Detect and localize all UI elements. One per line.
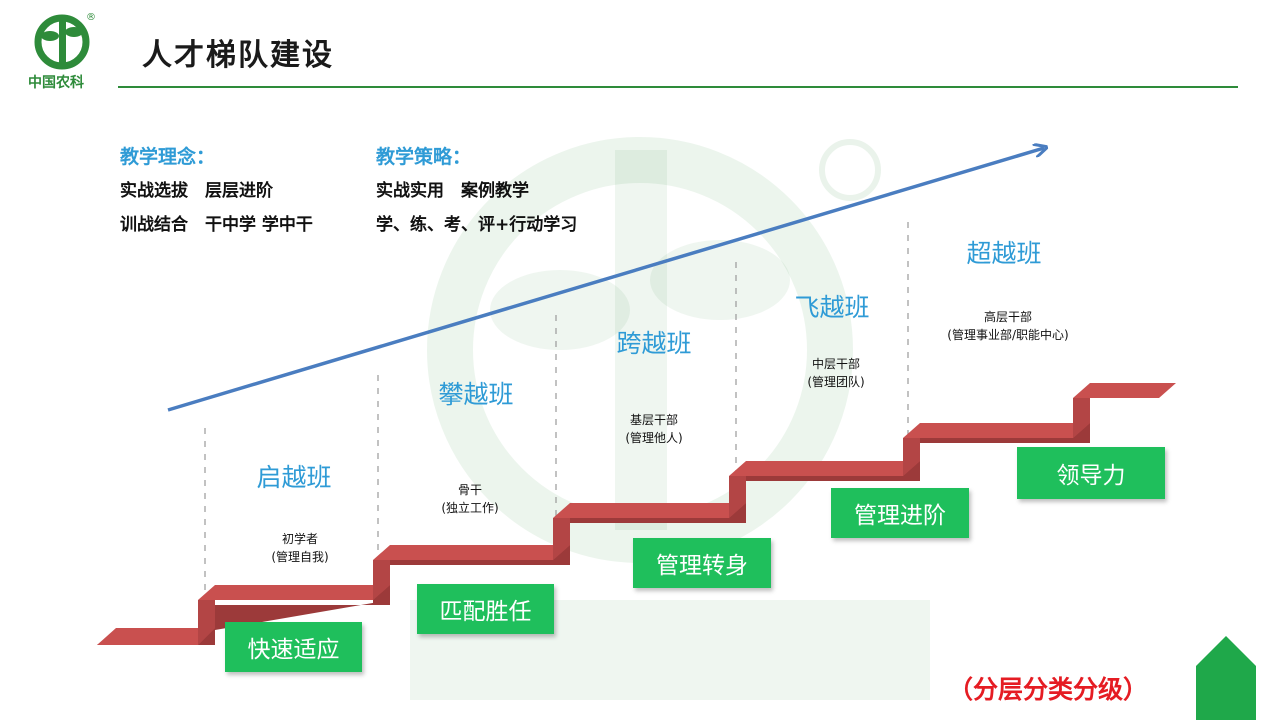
stage-level: 骨干 — [457, 483, 482, 497]
stage-level: 基层干部 — [629, 413, 678, 427]
capability-box: 管理进阶 — [831, 488, 969, 538]
stage-description: 中层干部 (管理团队) — [736, 355, 936, 391]
stage-class-name: 超越班 — [966, 239, 1042, 268]
stage-description: 初学者 (管理自我) — [200, 530, 400, 566]
capability-box: 领导力 — [1017, 447, 1165, 499]
teaching-concept-line: 训战结合 干中学 学中干 — [120, 215, 313, 235]
up-arrow-icon — [1196, 636, 1256, 720]
growth-arrow — [167, 148, 1044, 412]
stage-class-name: 跨越班 — [616, 329, 692, 358]
stage-level: 初学者 — [281, 532, 318, 546]
stage-scope: (管理事业部/职能中心) — [947, 328, 1069, 342]
logo-icon — [34, 14, 90, 70]
logo-text: 中国农科 — [28, 75, 84, 91]
teaching-concept-heading: 教学理念： — [120, 146, 216, 168]
stage-scope: (管理自我) — [271, 550, 329, 564]
teaching-strategy-heading: 教学策略： — [376, 146, 472, 168]
stage-level: 高层干部 — [983, 310, 1032, 324]
stage-scope: (独立工作) — [441, 501, 499, 515]
brand-logo: ® 中国农科 — [26, 12, 106, 92]
teaching-strategy-line: 实战实用 案例教学 — [376, 181, 529, 201]
footer-note: （分层分类分级） — [948, 675, 1149, 704]
stage-scope: (管理他人) — [625, 431, 683, 445]
capability-box: 管理转身 — [633, 538, 771, 588]
staircase — [97, 383, 1176, 645]
teaching-strategy-line: 学、练、考、评+行动学习 — [376, 215, 578, 235]
capability-box: 匹配胜任 — [417, 584, 554, 634]
stage-description: 基层干部 (管理他人) — [554, 411, 754, 447]
stage-level: 中层干部 — [811, 357, 860, 371]
stage-class-name: 启越班 — [256, 463, 332, 492]
capability-box: 快速适应 — [225, 622, 362, 672]
stage-description: 骨干 (独立工作) — [370, 481, 570, 517]
stage-class-name: 攀越班 — [438, 380, 514, 409]
title-divider — [118, 86, 1238, 88]
stage-description: 高层干部 (管理事业部/职能中心) — [908, 308, 1108, 344]
page-title: 人才梯队建设 — [142, 38, 334, 73]
logo-registered-mark: ® — [86, 12, 96, 23]
stage-scope: (管理团队) — [807, 375, 865, 389]
teaching-concept-line: 实战选拔 层层进阶 — [120, 181, 273, 201]
stage-dividers — [204, 222, 909, 608]
stage-class-name: 飞越班 — [794, 293, 870, 322]
